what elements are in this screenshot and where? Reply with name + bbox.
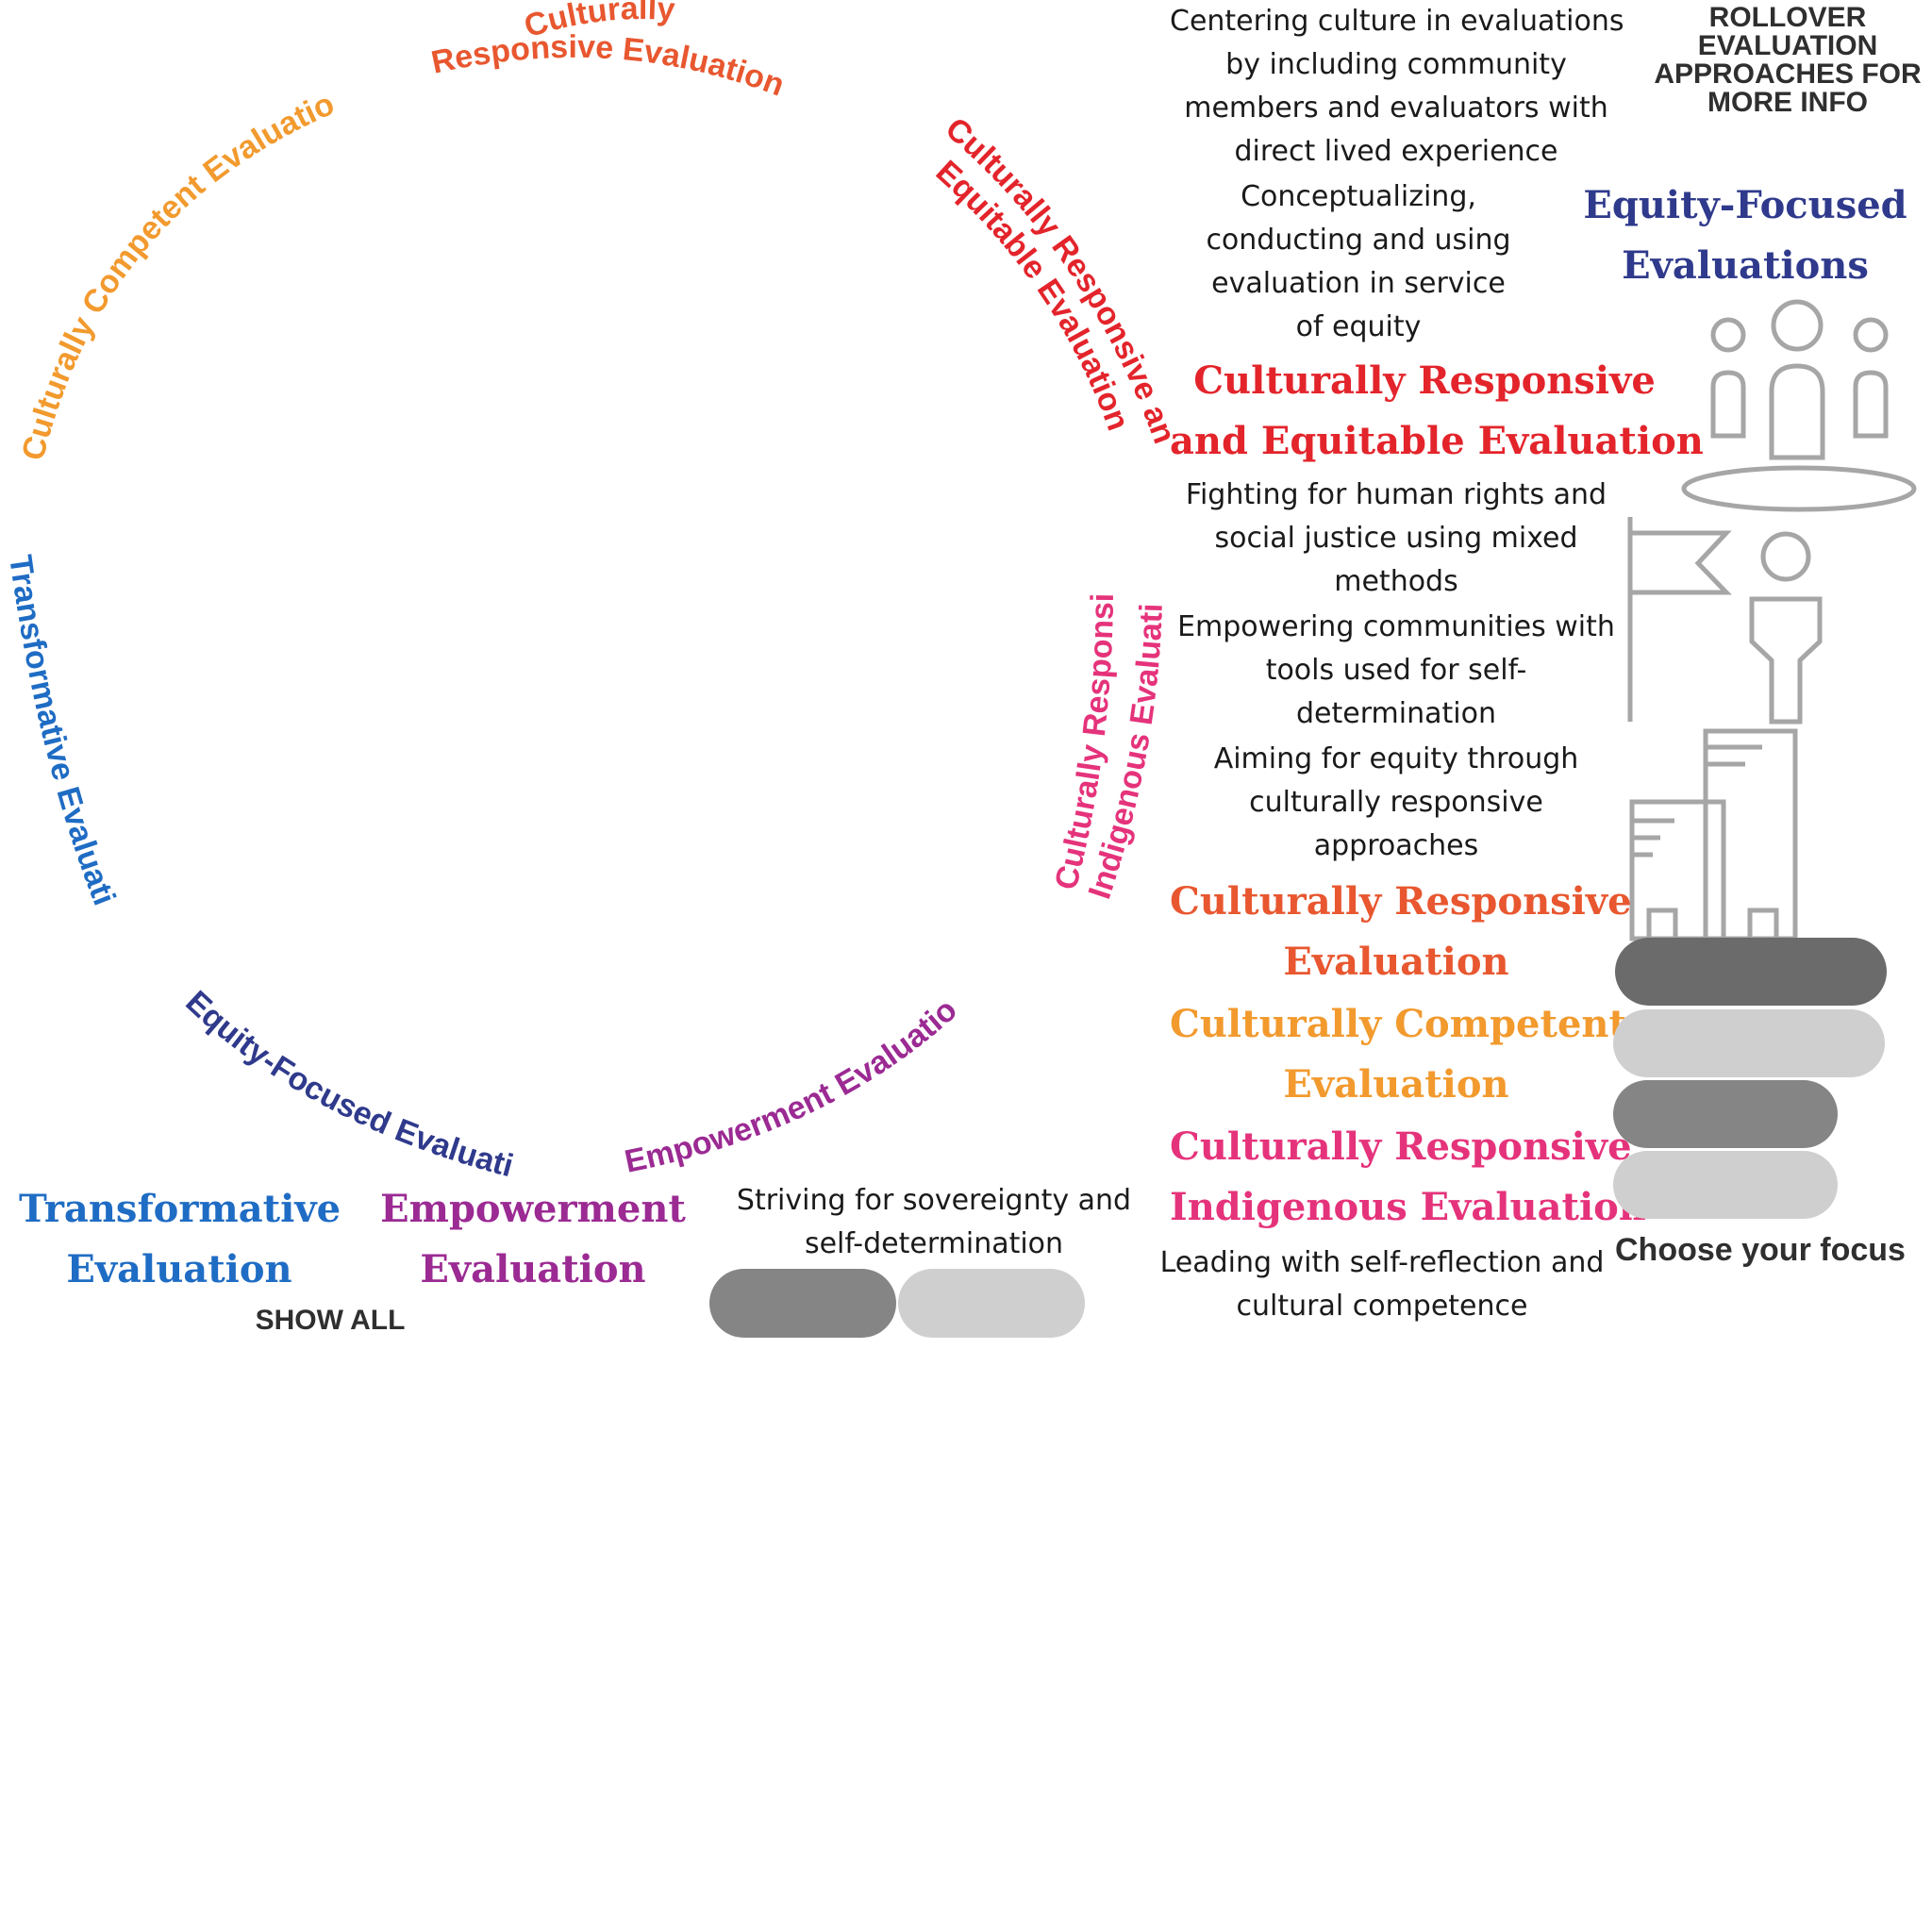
wheel-label-crie-line2: Indigenous Evaluation xyxy=(0,0,1170,903)
desc-line: cultural competence xyxy=(1236,1290,1528,1323)
heading-line: Evaluation xyxy=(66,1247,292,1291)
heading-transformative[interactable]: Transformative Evaluation xyxy=(19,1179,341,1300)
desc-line: Empowering communities with xyxy=(1177,610,1615,643)
desc-line: direct lived experience xyxy=(1234,135,1558,168)
heading-line: Evaluation xyxy=(1283,940,1509,984)
heading-line: Culturally Responsive xyxy=(1193,358,1656,403)
wheel-label-equity[interactable]: Equity-Focused Evaluations xyxy=(0,0,517,1184)
desc-line: culturally responsive xyxy=(1249,786,1543,819)
description-conceptualizing: Conceptualizing, conducting and using ev… xyxy=(1170,175,1547,349)
instruction-line-3: APPROACHES FOR xyxy=(1654,58,1922,90)
desc-line: Aiming for equity through xyxy=(1213,742,1579,775)
desc-line: conducting and using xyxy=(1206,224,1511,257)
desc-line: by including community xyxy=(1225,48,1567,81)
wheel-label-crie-2[interactable]: Indigenous Evaluation xyxy=(0,0,1170,903)
people-group-icon xyxy=(1681,299,1917,512)
heading-line: Empowerment xyxy=(380,1187,686,1231)
desc-line: tools used for self- xyxy=(1265,654,1527,687)
desc-line: Conceptualizing, xyxy=(1241,180,1476,213)
wheel-label-equity-text: Equity-Focused Evaluations xyxy=(0,0,517,1184)
wheel-label-cre-line2: Responsive Evaluation xyxy=(428,29,790,104)
desc-line: approaches xyxy=(1313,829,1479,862)
desc-line: Centering culture in evaluations xyxy=(1170,5,1624,38)
wheel-label-cce-text: Culturally Competent Evaluation xyxy=(0,0,340,464)
buildings-icon xyxy=(1629,728,1798,941)
desc-line: members and evaluators with xyxy=(1184,92,1608,125)
desc-line: Fighting for human rights and xyxy=(1185,478,1607,511)
wheel-label-cre-2[interactable]: Responsive Evaluation xyxy=(428,29,790,104)
wheel-label-empowerment-text: Empowerment Evaluation xyxy=(0,0,964,1180)
focus-pill-dark[interactable] xyxy=(1615,938,1887,1006)
heading-line: Evaluations xyxy=(1622,243,1869,288)
heading-line: Indigenous Evaluation xyxy=(1170,1185,1646,1229)
heading-line: Culturally Competent xyxy=(1170,1002,1626,1046)
description-leading: Leading with self-reflection and cultura… xyxy=(1151,1241,1613,1328)
heading-line: and Equitable Evaluation xyxy=(1170,419,1704,463)
desc-line: Leading with self-reflection and xyxy=(1159,1246,1605,1279)
instruction-line-1: ROLLOVER xyxy=(1708,2,1867,33)
description-aiming: Aiming for equity through culturally res… xyxy=(1170,738,1623,868)
desc-line: Striving for sovereignty and xyxy=(736,1184,1132,1217)
heading-crie[interactable]: Culturally Responsive Indigenous Evaluat… xyxy=(1170,1117,1646,1238)
show-all-button[interactable]: SHOW ALL xyxy=(255,1305,406,1336)
heading-cce[interactable]: Culturally Competent Evaluation xyxy=(1170,994,1626,1115)
heading-line: Evaluation xyxy=(1283,1062,1509,1107)
desc-line: evaluation in service xyxy=(1211,267,1506,300)
toggle-pill-light[interactable] xyxy=(898,1269,1085,1338)
description-fighting: Fighting for human rights and social jus… xyxy=(1170,474,1623,604)
description-centering: Centering culture in evaluations by incl… xyxy=(1170,0,1624,174)
heading-line: Transformative xyxy=(19,1187,341,1231)
description-empowering: Empowering communities with tools used f… xyxy=(1170,606,1623,736)
rollover-instruction: ROLLOVER EVALUATION APPROACHES FOR MORE … xyxy=(1632,4,1932,117)
heading-empowerment[interactable]: Empowerment Evaluation xyxy=(377,1179,689,1300)
toggle-pill-dark[interactable] xyxy=(709,1269,896,1338)
wheel-label-cce[interactable]: Culturally Competent Evaluation xyxy=(0,0,340,464)
instruction-line-4: MORE INFO xyxy=(1707,87,1868,118)
focus-pill-mid[interactable] xyxy=(1613,1080,1838,1148)
heading-line: Equity-Focused xyxy=(1583,183,1907,227)
focus-pill-pale[interactable] xyxy=(1613,1151,1838,1219)
choose-focus-label: Choose your focus xyxy=(1615,1232,1906,1268)
desc-line: determination xyxy=(1296,697,1496,730)
heading-cre[interactable]: Culturally Responsive Evaluation xyxy=(1170,872,1632,992)
focus-pill-light[interactable] xyxy=(1613,1009,1885,1077)
heading-line: Evaluation xyxy=(420,1247,646,1291)
heading-cree[interactable]: Culturally Responsive and Equitable Eval… xyxy=(1170,351,1704,472)
instruction-line-2: EVALUATION xyxy=(1697,30,1878,61)
desc-line: self-determination xyxy=(804,1227,1064,1260)
wheel-label-empowerment[interactable]: Empowerment Evaluation xyxy=(0,0,964,1180)
heading-line: Culturally Responsive xyxy=(1170,1124,1632,1169)
heading-equity-focused[interactable]: Equity-Focused Evaluations xyxy=(1575,175,1915,296)
flag-person-icon xyxy=(1627,517,1823,724)
desc-line: social justice using mixed xyxy=(1214,522,1578,555)
heading-line: Culturally Responsive xyxy=(1170,879,1632,924)
desc-line: of equity xyxy=(1295,310,1422,343)
description-striving: Striving for sovereignty and self-determ… xyxy=(717,1179,1151,1266)
desc-line: methods xyxy=(1334,565,1458,598)
